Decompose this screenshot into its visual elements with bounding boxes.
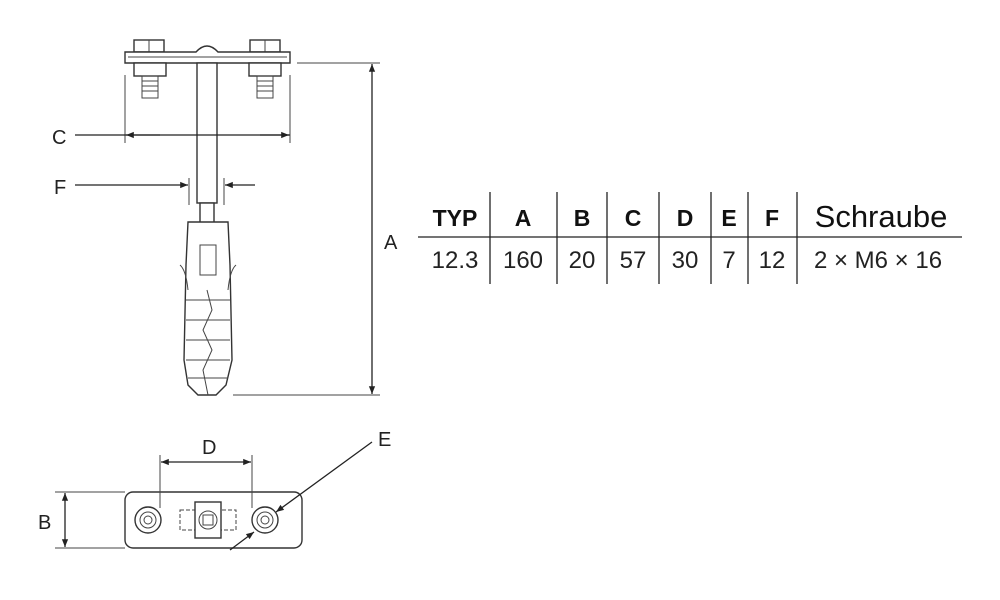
cell-d: 30 xyxy=(672,247,699,274)
header-schraube: Schraube xyxy=(815,199,948,234)
cell-a: 160 xyxy=(503,247,543,274)
dim-label-c: C xyxy=(52,127,66,149)
table-row: 12.3 160 20 57 30 7 12 2 × M6 × 16 xyxy=(432,247,942,274)
dimension-table: TYP A B C D E F Schraube 12.3 160 20 57 … xyxy=(418,192,962,284)
dim-label-f: F xyxy=(54,177,66,199)
thread-right xyxy=(256,75,274,99)
header-f: F xyxy=(765,205,779,231)
top-view xyxy=(124,491,303,549)
header-typ: TYP xyxy=(433,205,478,231)
clamp-plate xyxy=(124,45,291,64)
bottom-nut-right xyxy=(248,62,282,77)
cell-c: 57 xyxy=(620,247,647,274)
header-c: C xyxy=(625,205,642,231)
dim-label-e: E xyxy=(378,429,391,451)
dim-label-b: B xyxy=(38,512,51,534)
header-b: B xyxy=(574,205,591,231)
rod-thread xyxy=(199,202,215,224)
cell-f: 12 xyxy=(759,247,786,274)
wall-plug xyxy=(183,221,233,396)
header-a: A xyxy=(515,205,532,231)
rod xyxy=(196,62,218,204)
header-d: D xyxy=(677,205,694,231)
side-view xyxy=(124,39,291,396)
dimensions-side: C F A xyxy=(52,62,398,396)
table-header-row: TYP A B C D E F Schraube xyxy=(433,199,948,234)
header-e: E xyxy=(721,205,736,231)
cell-schraube: 2 × M6 × 16 xyxy=(814,247,942,274)
dim-label-a: A xyxy=(384,232,398,254)
cell-typ: 12.3 xyxy=(432,247,479,274)
cell-e: 7 xyxy=(722,247,735,274)
bottom-nut-left xyxy=(133,62,167,77)
dimensions-top: D B E xyxy=(38,429,391,551)
thread-left xyxy=(141,75,159,99)
dim-label-d: D xyxy=(202,437,216,459)
cell-b: 20 xyxy=(569,247,596,274)
